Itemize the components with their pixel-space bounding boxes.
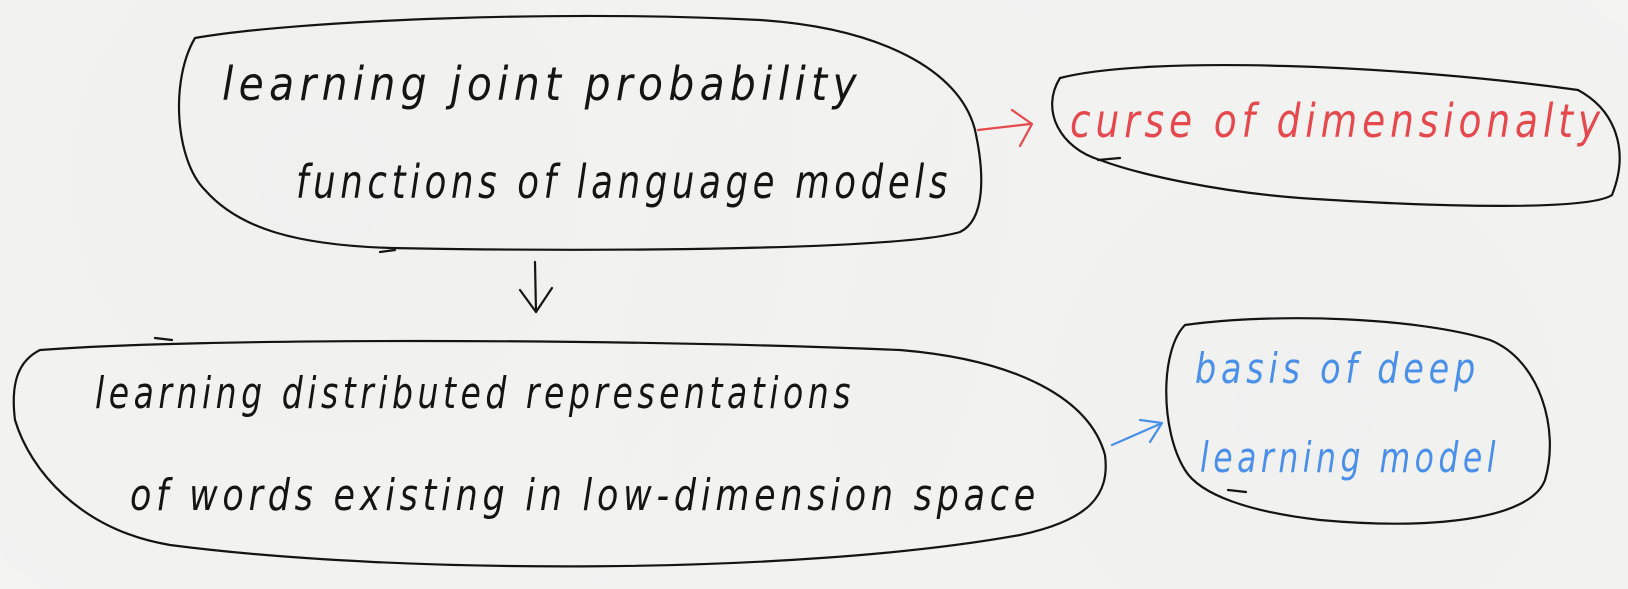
edge-joint-to-distributed-line bbox=[533, 260, 538, 314]
node-joint-probability-outline bbox=[177, 14, 983, 254]
node-joint-probability-line2: functions of language models bbox=[296, 155, 952, 209]
node-curse-label: curse of dimensionalty bbox=[1070, 94, 1605, 148]
edge-distributed-to-deep-line bbox=[1110, 422, 1162, 447]
node-joint-probability-line1: learning joint probability bbox=[222, 57, 862, 111]
node-curse: curse of dimensionalty bbox=[1051, 63, 1621, 207]
edge-joint-to-distributed bbox=[518, 260, 554, 314]
node-deep-learning-line2: learning model bbox=[1200, 433, 1500, 482]
node-distributed-line1: learning distributed representations bbox=[95, 368, 855, 419]
node-distributed-line2: of words existing in low-dimension space bbox=[130, 470, 1040, 521]
edge-joint-to-distributed-head bbox=[518, 286, 554, 314]
edge-joint-to-curse-head bbox=[1010, 108, 1034, 148]
edge-joint-to-curse bbox=[976, 108, 1034, 148]
edge-distributed-to-deep bbox=[1110, 418, 1164, 447]
node-joint-probability: learning joint probability functions of … bbox=[177, 14, 983, 254]
node-deep-learning-line1: basis of deep bbox=[1195, 344, 1480, 393]
node-deep-learning: basis of deep learning model bbox=[1165, 317, 1551, 525]
node-curse-outline bbox=[1051, 63, 1621, 207]
node-distributed: learning distributed representations of … bbox=[12, 336, 1107, 568]
edge-joint-to-curse-line bbox=[976, 122, 1032, 132]
edge-distributed-to-deep-head bbox=[1138, 418, 1164, 444]
node-deep-learning-outline bbox=[1165, 317, 1551, 525]
node-distributed-outline bbox=[12, 336, 1107, 568]
